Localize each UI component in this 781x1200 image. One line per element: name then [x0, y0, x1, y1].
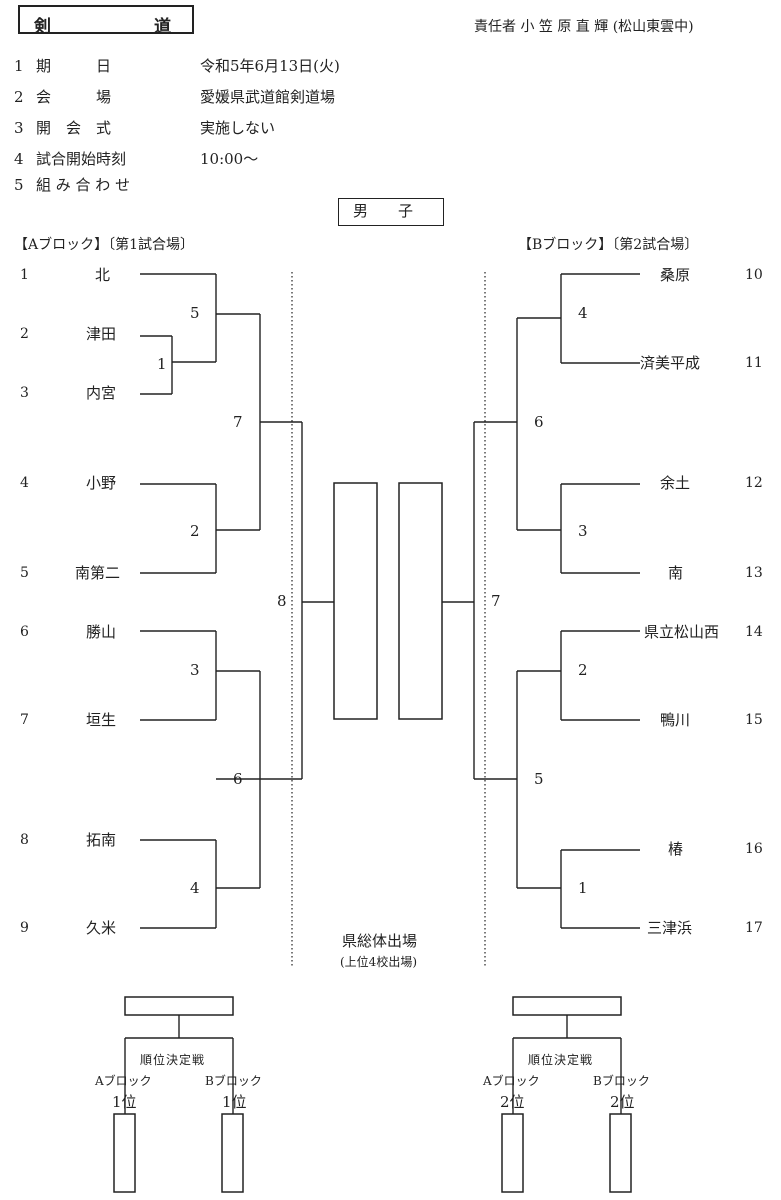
team-name: 津田	[86, 325, 117, 343]
team-number: 13	[745, 565, 763, 581]
info-label: 組 み 合 わ せ	[36, 176, 131, 194]
placement-right-winner-box	[512, 996, 622, 1016]
sport-title-right: 道	[154, 17, 171, 37]
placement-title: 順位決定戦	[528, 1053, 594, 1067]
placement-left-a-box	[113, 1113, 136, 1193]
team-name: 小野	[86, 474, 117, 492]
qualify-label: 県総体出場	[342, 932, 418, 950]
qualify-note: (上位4校出場)	[340, 955, 417, 969]
info-num: 4	[14, 150, 24, 168]
team-number: 1	[20, 267, 29, 283]
match-number: 3	[578, 522, 588, 540]
block-a-heading: 【Aブロック】〔第1試合場〕	[14, 237, 195, 253]
info-num: 5	[14, 176, 24, 194]
info-value: 実施しない	[200, 119, 276, 137]
team-name: 内宮	[86, 384, 117, 402]
team-number: 2	[20, 326, 29, 342]
match-number: 1	[157, 355, 167, 373]
info-label: 試合開始時刻	[36, 150, 127, 168]
team-name: 椿	[668, 840, 684, 858]
team-name: 済美平成	[640, 354, 701, 372]
team-number: 11	[745, 355, 763, 371]
match-number: 6	[233, 770, 243, 788]
match-number: 6	[534, 413, 544, 431]
match-number: 4	[578, 304, 588, 322]
match-number: 2	[190, 522, 200, 540]
team-number: 10	[745, 267, 763, 283]
placement-b-block: Bブロック	[593, 1074, 650, 1088]
category-box: 男 子	[338, 198, 444, 226]
final-box-a	[333, 482, 378, 720]
sport-title-left: 剣	[34, 17, 51, 37]
placement-b-rank: 1位	[222, 1093, 247, 1111]
team-name: 余土	[660, 474, 691, 492]
team-number: 9	[20, 920, 29, 936]
team-name: 勝山	[86, 623, 117, 641]
info-value: 10:00〜	[200, 150, 259, 168]
team-name: 南	[668, 564, 684, 582]
info-value: 愛媛県武道館剣道場	[200, 88, 336, 106]
info-label: 期 日	[36, 57, 112, 75]
info-label: 開 会 式	[36, 119, 112, 137]
team-number: 12	[745, 475, 763, 491]
match-number: 7	[491, 592, 501, 610]
placement-right-b-box	[609, 1113, 632, 1193]
info-num: 1	[14, 57, 24, 75]
team-number: 17	[745, 920, 763, 936]
team-number: 14	[745, 624, 763, 640]
team-number: 4	[20, 475, 29, 491]
placement-right-a-box	[501, 1113, 524, 1193]
placement-a-block: Aブロック	[483, 1074, 540, 1088]
match-number: 5	[190, 304, 200, 322]
category-label: 男 子	[353, 202, 414, 220]
team-name: 桑原	[660, 266, 691, 284]
sport-title-box: 剣 道	[18, 5, 194, 37]
match-number: 2	[578, 661, 588, 679]
placement-a-rank: 2位	[500, 1093, 525, 1111]
placement-b-rank: 2位	[610, 1093, 635, 1111]
placement-a-rank: 1位	[112, 1093, 137, 1111]
match-number: 3	[190, 661, 200, 679]
block-b-heading: 【Bブロック】〔第2試合場〕	[518, 237, 699, 253]
team-name: 南第二	[75, 564, 121, 582]
team-name: 垣生	[86, 711, 117, 729]
match-number: 7	[233, 413, 243, 431]
team-name: 三津浜	[647, 919, 693, 937]
match-number: 8	[277, 592, 287, 610]
team-name: 県立松山西	[644, 623, 720, 641]
info-num: 3	[14, 119, 24, 137]
team-name: 北	[95, 266, 111, 284]
team-name: 久米	[86, 919, 117, 937]
team-number: 5	[20, 565, 29, 581]
placement-left-b-box	[221, 1113, 244, 1193]
team-number: 3	[20, 385, 29, 401]
match-number: 5	[534, 770, 544, 788]
placement-title: 順位決定戦	[140, 1053, 206, 1067]
info-value: 令和5年6月13日(火)	[200, 57, 340, 75]
team-name: 鴨川	[660, 711, 691, 729]
team-name: 拓南	[86, 831, 117, 849]
info-num: 2	[14, 88, 24, 106]
team-number: 8	[20, 832, 29, 848]
responsible-person: 責任者 小 笠 原 直 輝 (松山東雲中)	[474, 19, 694, 35]
placement-left-winner-box	[124, 996, 234, 1016]
final-box-b	[398, 482, 443, 720]
team-number: 7	[20, 712, 29, 728]
info-label: 会 場	[36, 88, 112, 106]
team-number: 15	[745, 712, 763, 728]
match-number: 4	[190, 879, 200, 897]
placement-a-block: Aブロック	[95, 1074, 152, 1088]
team-number: 6	[20, 624, 29, 640]
placement-b-block: Bブロック	[205, 1074, 262, 1088]
team-number: 16	[745, 841, 763, 857]
match-number: 1	[578, 879, 588, 897]
